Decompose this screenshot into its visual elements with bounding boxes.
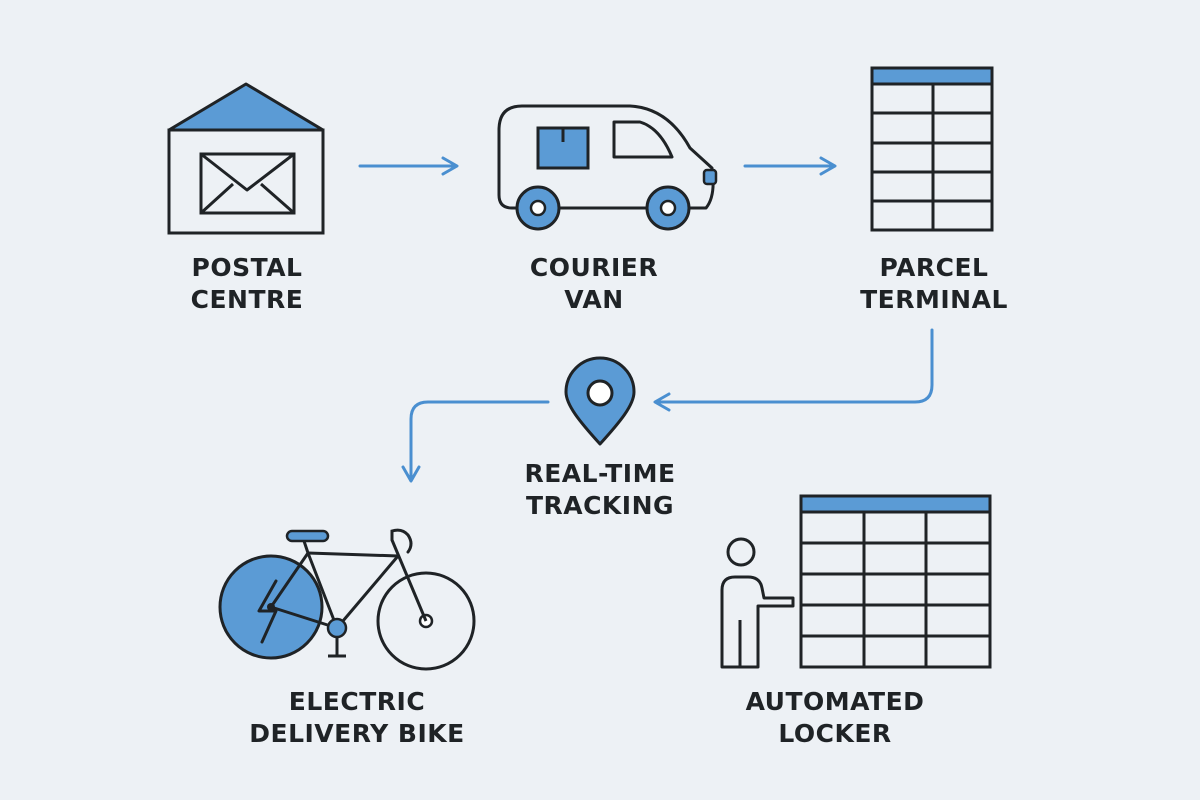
node-label-automated-locker: AUTOMATED LOCKER <box>705 686 965 750</box>
node-label-real-time-tracking: REAL-TIME TRACKING <box>470 458 730 522</box>
location-pin-icon <box>564 356 636 446</box>
label-line: DELIVERY BIKE <box>249 719 465 748</box>
label-line: CENTRE <box>190 285 304 314</box>
edge-terminal-to-tracking <box>653 328 934 412</box>
van-icon <box>497 104 718 231</box>
edge-tracking-to-bike <box>401 400 550 483</box>
label-line: AUTOMATED <box>745 687 925 716</box>
label-line: PARCEL <box>879 253 989 282</box>
parcel-terminal-icon <box>870 66 994 232</box>
electric-bike-icon <box>218 528 476 671</box>
node-label-electric-delivery-bike: ELECTRIC DELIVERY BIKE <box>227 686 487 750</box>
node-label-courier-van: COURIER VAN <box>464 252 724 316</box>
label-line: POSTAL <box>191 253 303 282</box>
node-label-parcel-terminal: PARCEL TERMINAL <box>804 252 1064 316</box>
label-line: ELECTRIC <box>288 687 426 716</box>
label-line: REAL-TIME <box>524 459 676 488</box>
locker-with-person-icon <box>720 494 992 669</box>
label-line: COURIER <box>529 253 659 282</box>
label-line: LOCKER <box>778 719 892 748</box>
label-line: TRACKING <box>525 491 675 520</box>
label-line: VAN <box>564 285 624 314</box>
label-line: TERMINAL <box>860 285 1008 314</box>
node-label-postal-centre: POSTAL CENTRE <box>117 252 377 316</box>
envelope-building-icon <box>167 82 325 235</box>
